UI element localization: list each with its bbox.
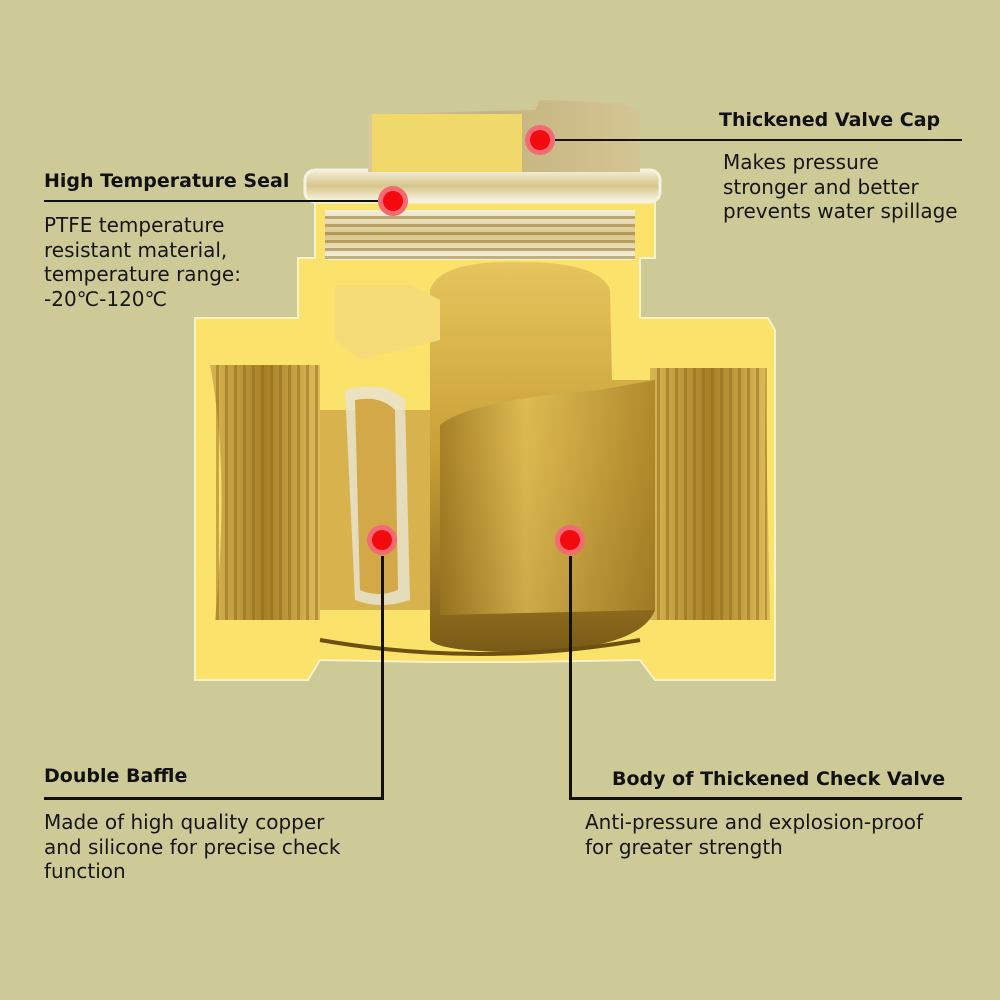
seal-desc-line: temperature range: [44, 262, 241, 286]
body-description: Anti-pressure and explosion-proof for gr… [585, 810, 923, 859]
seal-desc-line: resistant material, [44, 237, 228, 262]
baffle-marker [367, 525, 397, 555]
baffle-title: Double Baffle [44, 765, 188, 787]
body-leader-horizontal [569, 797, 962, 800]
valve-cap-desc-line: Makes pressure [723, 150, 879, 174]
baffle-desc-line: and silicone for precise check [44, 834, 341, 859]
seal-title: High Temperature Seal [44, 170, 290, 192]
baffle-description: Made of high quality copper and silicone… [44, 810, 340, 884]
body-title: Body of Thickened Check Valve [612, 768, 946, 790]
baffle-leader-vertical [381, 556, 384, 800]
valve-cap-desc-line: stronger and better [723, 174, 919, 199]
seal-leader-line [44, 200, 380, 202]
baffle-desc-line: function [44, 859, 126, 883]
seal-desc-line: PTFE temperature [44, 213, 225, 237]
baffle-desc-line: Made of high quality copper [44, 810, 325, 834]
valve-cap-description: Makes pressure stronger and better preve… [723, 150, 958, 224]
seal-marker [378, 186, 408, 216]
baffle-leader-horizontal [44, 797, 384, 800]
body-desc-line: Anti-pressure and explosion-proof [585, 810, 924, 834]
seal-description: PTFE temperature resistant material, tem… [44, 213, 241, 311]
body-leader-vertical [569, 556, 572, 800]
valve-cap-title: Thickened Valve Cap [719, 109, 941, 131]
seal-desc-line: -20℃-120℃ [44, 286, 167, 311]
valve-cap-marker [525, 125, 555, 155]
body-marker [555, 525, 585, 555]
valve-cap-leader-line [555, 139, 962, 141]
body-desc-line: for greater strength [585, 834, 783, 859]
valve-cap-desc-line: prevents water spillage [723, 199, 958, 223]
